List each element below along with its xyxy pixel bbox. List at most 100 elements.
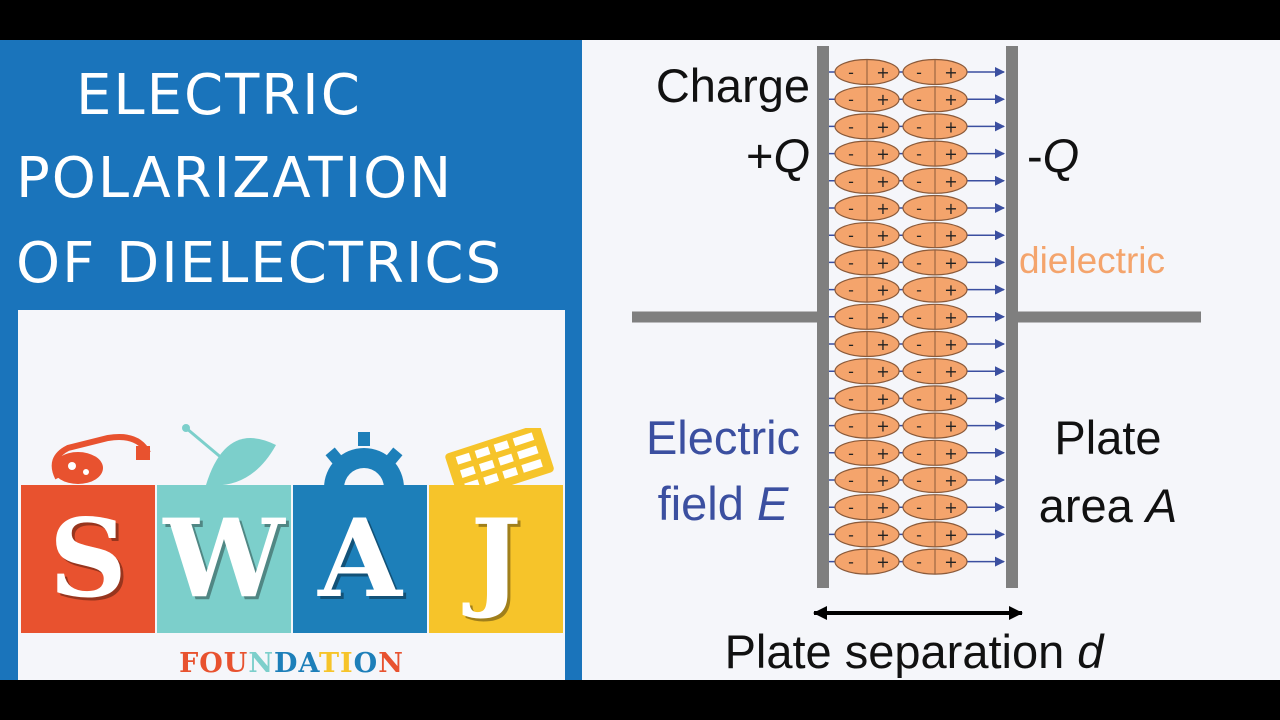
- left-plate: [817, 46, 829, 588]
- dipole-minus: -: [916, 172, 922, 191]
- dipole-minus: -: [916, 308, 922, 327]
- foundation-letter: N: [378, 648, 404, 679]
- foundation-letter: A: [298, 648, 319, 679]
- dipole-plus: +: [876, 362, 889, 381]
- dipole: -+: [834, 521, 900, 548]
- foundation-letter: I: [340, 648, 354, 679]
- dipole-minus: -: [916, 199, 922, 218]
- area-symbol: A: [1143, 479, 1177, 532]
- foundation-letter: U: [223, 648, 249, 679]
- plate-label-line1: Plate: [1054, 411, 1161, 464]
- dipole-minus: -: [848, 117, 854, 136]
- title-line-2: POLARIZATION: [16, 146, 454, 211]
- dipole-minus: -: [848, 417, 854, 436]
- dipole-plus: +: [944, 281, 957, 300]
- dipole-minus: -: [848, 553, 854, 572]
- dipole: -+: [834, 548, 900, 575]
- dipole: -+: [834, 194, 900, 222]
- dipole-plus: +: [944, 226, 957, 245]
- dipole-plus: +: [944, 525, 957, 544]
- dipole: -+: [834, 466, 900, 494]
- dipole-plus: +: [876, 498, 889, 517]
- dipole: -+: [902, 249, 968, 276]
- right-plate: [1006, 46, 1018, 588]
- dipole-minus: -: [916, 444, 922, 463]
- dipole: -+: [902, 412, 968, 439]
- charge-label: Charge: [656, 59, 810, 112]
- swaj-logo: S W A J FOUNDATION: [18, 310, 565, 680]
- dipole-minus: -: [848, 172, 854, 191]
- field-word: field: [658, 477, 744, 530]
- foundation-letter: N: [248, 648, 275, 679]
- logo-block-s: S: [21, 485, 155, 633]
- logo-letter-s: S: [49, 496, 127, 622]
- capacitor-diagram: -+-+-+-+-+-+-+-+-+-+-+-+-+-+-+-+-+-+-+-+…: [632, 46, 1201, 678]
- dipole-minus: -: [916, 253, 922, 272]
- dipole-plus: +: [876, 253, 889, 272]
- dipole: -+: [834, 222, 900, 249]
- dipole-minus: -: [916, 553, 922, 572]
- dipole-plus: +: [944, 444, 957, 463]
- dipole-minus: -: [848, 63, 854, 82]
- dipole-plus: +: [876, 281, 889, 300]
- dipole-minus: -: [848, 389, 854, 408]
- dipole: -+: [902, 222, 968, 249]
- dipole-minus: -: [916, 226, 922, 245]
- dipole-plus: +: [876, 226, 889, 245]
- dipole-plus: +: [876, 63, 889, 82]
- title-line-3: OF DIELECTRICS: [16, 231, 504, 296]
- dipole: -+: [902, 466, 968, 494]
- plate-label-line2: area A: [1039, 479, 1178, 532]
- dipole-plus: +: [876, 199, 889, 218]
- dipole-minus: -: [916, 281, 922, 300]
- dipole-minus: -: [916, 90, 922, 109]
- logo-letter-w: W: [163, 496, 285, 622]
- dipole-minus: -: [916, 117, 922, 136]
- dipole-plus: +: [876, 90, 889, 109]
- dipole: -+: [834, 86, 900, 113]
- foundation-letter: O: [199, 648, 224, 679]
- dipole-minus: -: [916, 525, 922, 544]
- dipole: -+: [902, 548, 968, 575]
- dipole-minus: -: [848, 498, 854, 517]
- flask-icon: [51, 434, 151, 484]
- dipole: -+: [834, 167, 900, 194]
- dipole: -+: [902, 358, 968, 385]
- title-panel: ELECTRIC POLARIZATION OF DIELECTRICS: [0, 40, 582, 680]
- dipole: -+: [834, 58, 900, 86]
- dipole-plus: +: [944, 417, 957, 436]
- dipole-minus: -: [916, 389, 922, 408]
- dipole: -+: [902, 86, 968, 113]
- field-label-line2: field E: [658, 477, 789, 530]
- dipole-plus: +: [876, 525, 889, 544]
- dipole: -+: [834, 249, 900, 276]
- dipole-plus: +: [944, 63, 957, 82]
- dipole-plus: +: [944, 553, 957, 572]
- dipole-plus: +: [944, 199, 957, 218]
- dipole-minus: -: [916, 417, 922, 436]
- dipole-plus: +: [876, 172, 889, 191]
- dipole-plus: +: [944, 308, 957, 327]
- dipole: -+: [902, 58, 968, 86]
- dipole: -+: [834, 330, 900, 358]
- dipole: -+: [902, 521, 968, 548]
- plus-q-symbol: Q: [773, 129, 810, 182]
- dipole-minus: -: [848, 308, 854, 327]
- dipole: -+: [902, 276, 968, 303]
- dipole-plus: +: [944, 362, 957, 381]
- dipole: -+: [834, 494, 900, 521]
- foundation-letter: D: [274, 648, 299, 679]
- dipole-plus: +: [944, 90, 957, 109]
- gear-icon: [324, 432, 404, 488]
- dipole-plus: +: [944, 471, 957, 490]
- dipole-minus: -: [848, 471, 854, 490]
- dipole: -+: [902, 140, 968, 167]
- area-word: area: [1039, 479, 1134, 532]
- dipole-minus: -: [848, 525, 854, 544]
- dipole: -+: [902, 303, 968, 330]
- dipole: -+: [902, 385, 968, 412]
- logo-letter-j: J: [470, 496, 522, 622]
- dipole-minus: -: [848, 335, 854, 354]
- dipole-minus: -: [916, 362, 922, 381]
- dipole: -+: [834, 412, 900, 439]
